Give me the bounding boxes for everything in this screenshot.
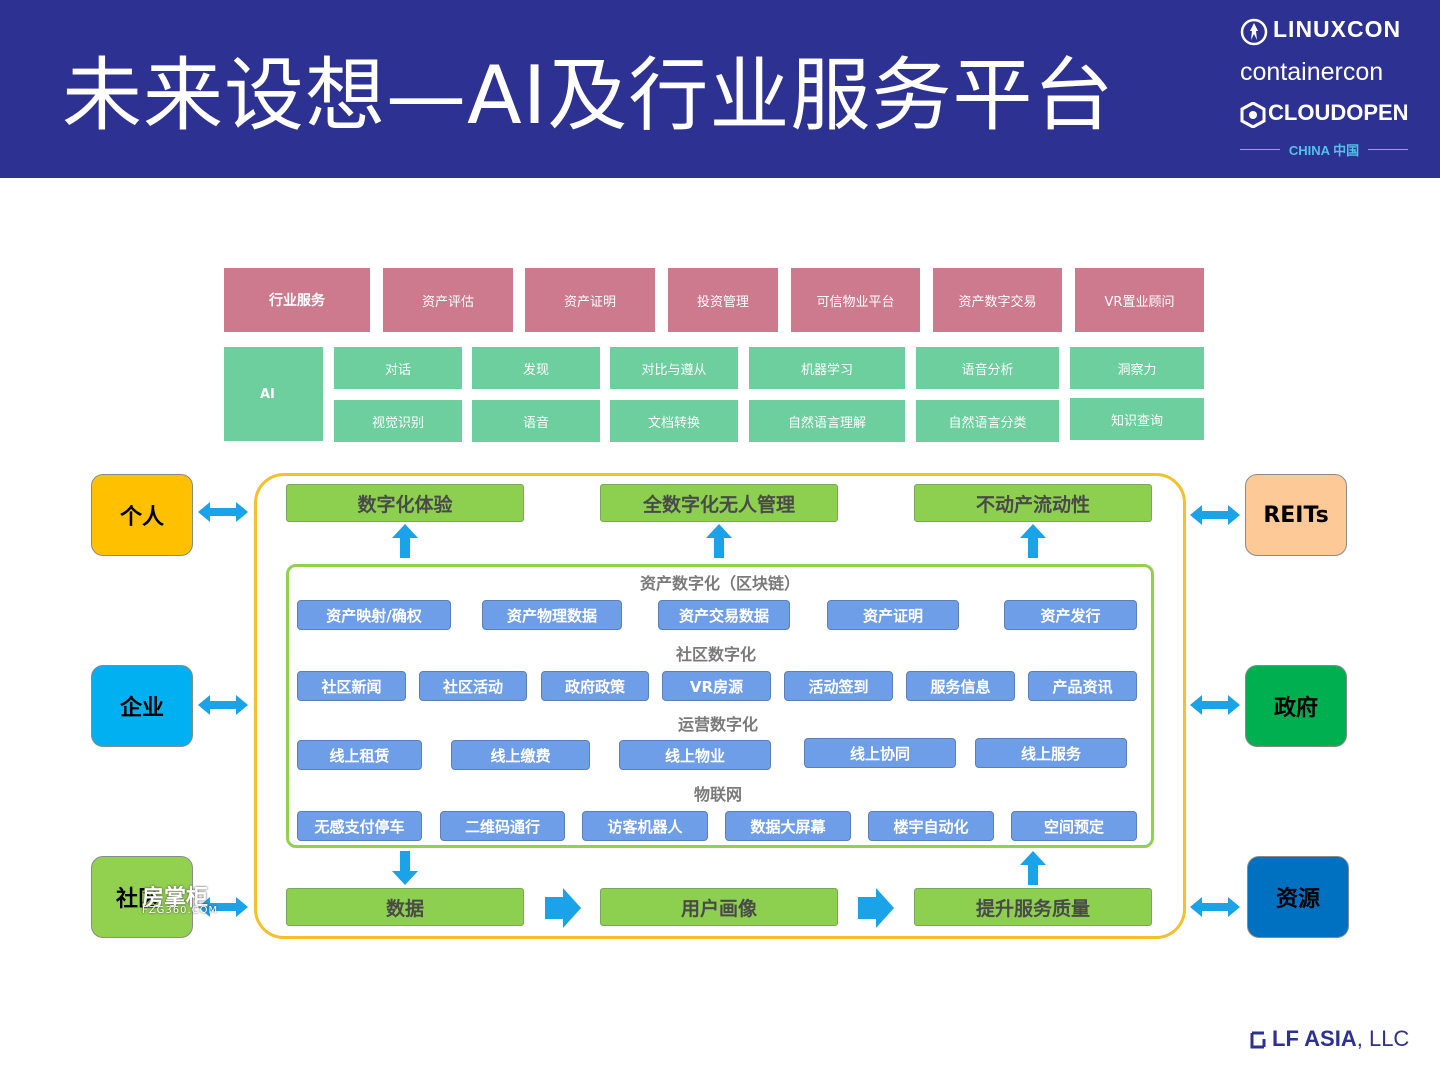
outcome-real-estate-liquidity: 不动产流动性 — [914, 484, 1152, 522]
up-arrow-icon — [706, 524, 732, 558]
bidirectional-arrow-icon — [1190, 695, 1240, 715]
asset-item: 资产交易数据 — [658, 600, 790, 630]
lf-asia-brand: LF ASIA, LLC — [1272, 1026, 1409, 1052]
party-personal: 个人 — [91, 474, 193, 556]
ai-capability: 洞察力 — [1070, 347, 1204, 389]
community-item: 服务信息 — [906, 671, 1015, 701]
lf-asia-name: LF ASIA — [1272, 1026, 1357, 1051]
ai-capability: 语音 — [472, 400, 600, 442]
industry-item: 可信物业平台 — [791, 268, 920, 332]
flow-data: 数据 — [286, 888, 524, 926]
right-arrow-icon — [545, 888, 581, 928]
section-title-operations-digitalization: 运营数字化 — [677, 715, 758, 734]
asset-item: 资产映射/确权 — [297, 600, 451, 630]
ai-capability: 对话 — [334, 347, 462, 389]
bidirectional-arrow-icon — [1190, 897, 1240, 917]
operations-item: 线上服务 — [975, 738, 1127, 768]
ai-label: AI — [224, 347, 323, 441]
bidirectional-arrow-icon — [198, 695, 248, 715]
asset-item: 资产证明 — [827, 600, 959, 630]
outcome-unmanned-management: 全数字化无人管理 — [600, 484, 838, 522]
page-title: 未来设想—AI及行业服务平台 — [62, 49, 1115, 142]
ai-capability: 自然语言分类 — [916, 400, 1059, 442]
up-arrow-icon — [1020, 851, 1046, 885]
ai-capability: 对比与遵从 — [610, 347, 738, 389]
operations-item: 线上物业 — [619, 740, 771, 770]
logo-divider-left — [1240, 149, 1280, 150]
bidirectional-arrow-icon — [198, 502, 248, 522]
ai-capability: 语音分析 — [916, 347, 1059, 389]
logo-divider-right — [1368, 149, 1408, 150]
down-arrow-icon — [392, 851, 418, 885]
right-arrow-icon — [858, 888, 894, 928]
linuxcon-logo: LINUXCON — [1273, 16, 1402, 42]
operations-item: 线上缴费 — [451, 740, 590, 770]
digitalization-inner-frame — [286, 564, 1154, 848]
flow-service-quality: 提升服务质量 — [914, 888, 1152, 926]
flow-user-profile: 用户画像 — [600, 888, 838, 926]
ai-capability: 视觉识别 — [334, 400, 462, 442]
iot-item: 数据大屏幕 — [725, 811, 851, 841]
community-item: 产品资讯 — [1028, 671, 1137, 701]
lf-bracket-icon — [1250, 1031, 1266, 1049]
community-item: 活动签到 — [784, 671, 893, 701]
industry-item: 资产评估 — [383, 268, 513, 332]
party-reits: REITs — [1245, 474, 1347, 556]
community-item: VR房源 — [662, 671, 771, 701]
containercon-logo: containercon — [1240, 58, 1384, 86]
community-item: 政府政策 — [541, 671, 649, 701]
cloudopen-logo: CLOUDOPEN — [1268, 100, 1409, 125]
party-community: 社区 — [91, 856, 193, 938]
party-government: 政府 — [1245, 665, 1347, 747]
section-title-asset-digitalization: 资产数字化（区块链） — [639, 574, 800, 593]
lf-asia-suffix: , LLC — [1356, 1026, 1410, 1051]
bidirectional-arrow-icon — [198, 897, 248, 917]
operations-item: 线上协同 — [804, 738, 956, 768]
bidirectional-arrow-icon — [1190, 505, 1240, 525]
operations-item: 线上租赁 — [297, 740, 422, 770]
iot-item: 楼宇自动化 — [868, 811, 994, 841]
industry-item: 投资管理 — [668, 268, 778, 332]
ai-capability: 知识查询 — [1070, 398, 1204, 440]
platform-outer-frame — [254, 473, 1186, 939]
header-banner — [0, 0, 1440, 178]
party-resources: 资源 — [1247, 856, 1349, 938]
community-item: 社区活动 — [419, 671, 527, 701]
section-title-iot: 物联网 — [693, 785, 742, 804]
industry-item: VR置业顾问 — [1075, 268, 1204, 332]
iot-item: 空间预定 — [1011, 811, 1137, 841]
industry-services-label: 行业服务 — [224, 268, 370, 332]
ai-capability: 发现 — [472, 347, 600, 389]
watermark-url: FZG360.COM — [142, 905, 219, 916]
asset-item: 资产物理数据 — [482, 600, 622, 630]
iot-item: 无感支付停车 — [297, 811, 422, 841]
up-arrow-icon — [392, 524, 418, 558]
ai-capability: 文档转换 — [610, 400, 738, 442]
up-arrow-icon — [1020, 524, 1046, 558]
iot-item: 访客机器人 — [582, 811, 708, 841]
industry-item: 资产证明 — [525, 268, 655, 332]
community-item: 社区新闻 — [297, 671, 406, 701]
ai-capability: 自然语言理解 — [749, 400, 905, 442]
ai-capability: 机器学习 — [749, 347, 905, 389]
industry-item: 资产数字交易 — [933, 268, 1062, 332]
asset-item: 资产发行 — [1004, 600, 1137, 630]
watermark-logo: 房掌柜 — [142, 886, 209, 911]
iot-item: 二维码通行 — [440, 811, 565, 841]
outcome-digital-experience: 数字化体验 — [286, 484, 524, 522]
section-title-community-digitalization: 社区数字化 — [675, 645, 756, 664]
cloudopen-hexagon-icon — [1240, 102, 1266, 128]
linux-penguin-icon — [1240, 18, 1268, 46]
party-enterprise: 企业 — [91, 665, 193, 747]
china-logo-text: CHINA 中国 — [1288, 143, 1360, 158]
